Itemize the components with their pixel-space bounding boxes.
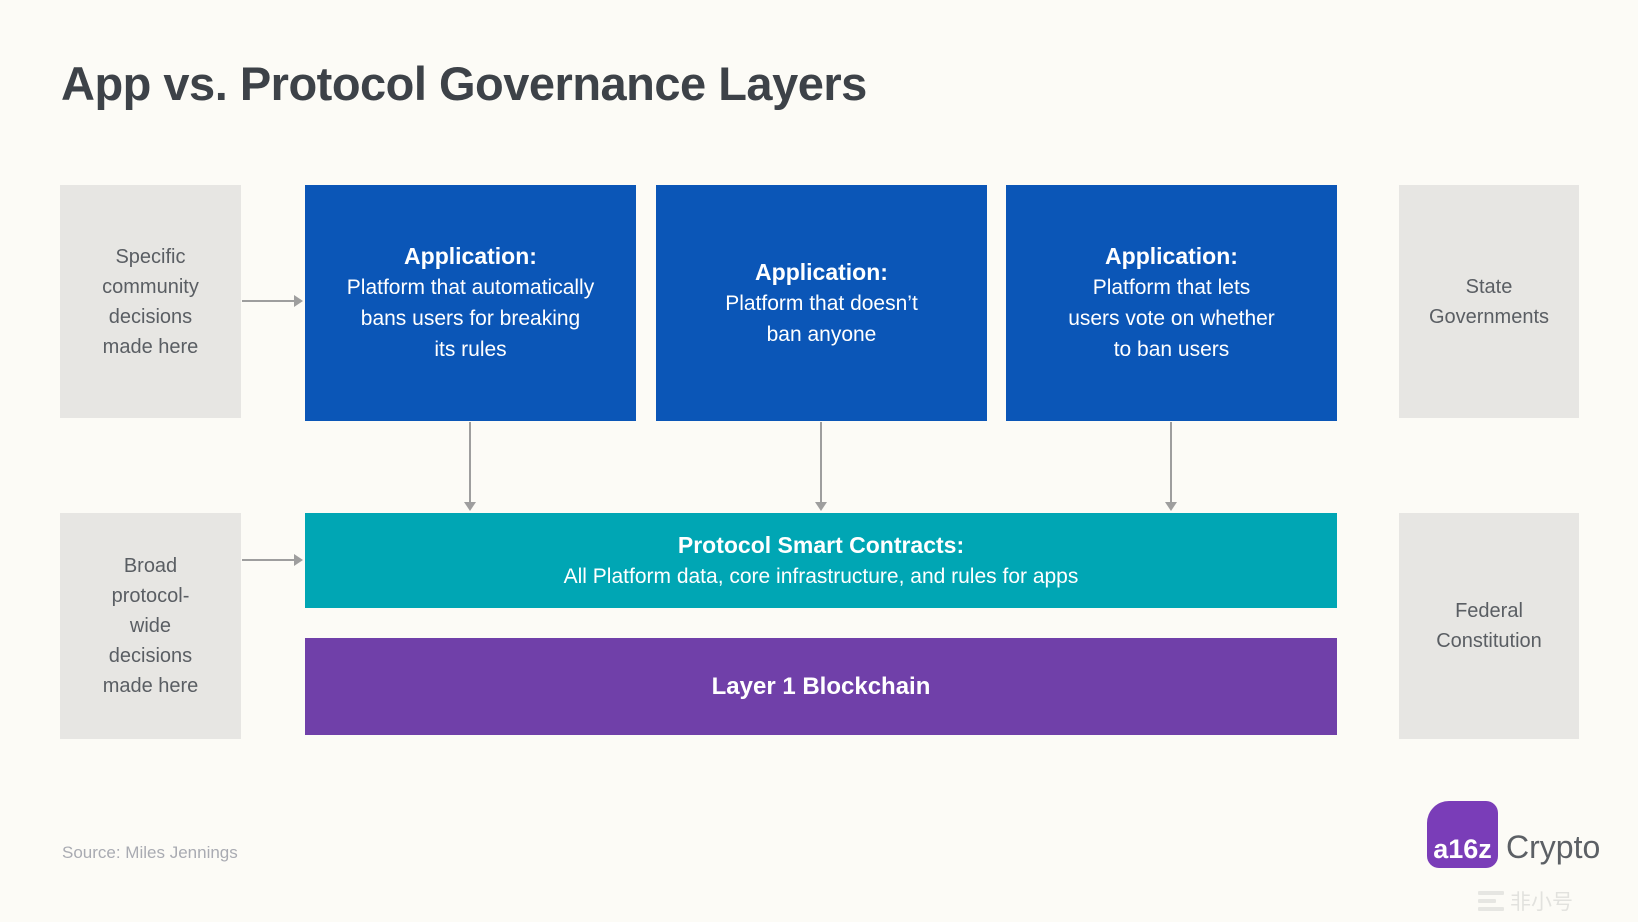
application-box-vote-ban: Application: Platform that lets users vo… — [1006, 185, 1337, 421]
application-description: Platform that lets users vote on whether… — [1068, 276, 1275, 361]
label-text: Federal Constitution — [1436, 600, 1542, 652]
watermark-logo-icon — [1478, 891, 1504, 911]
a16z-logo: a16z — [1427, 801, 1498, 868]
arrow-specific-to-application-icon — [242, 295, 303, 307]
protocol-description: All Platform data, core infrastructure, … — [563, 564, 1079, 588]
arrow-app1-to-protocol-icon — [464, 422, 476, 511]
layer1-blockchain-bar: Layer 1 Blockchain — [305, 638, 1337, 735]
crypto-wordmark: Crypto — [1506, 829, 1601, 865]
application-description: Platform that doesn’t ban anyone — [725, 291, 918, 346]
protocol-smart-contracts-bar: Protocol Smart Contracts: All Platform d… — [305, 513, 1337, 608]
watermark-text: 非小号 — [1510, 891, 1573, 914]
label-box-federal-constitution: Federal Constitution — [1399, 513, 1579, 739]
arrow-broad-to-protocol-icon — [242, 554, 303, 566]
arrow-app2-to-protocol-icon — [815, 422, 827, 511]
arrow-app3-to-protocol-icon — [1165, 422, 1177, 511]
label-text: State Governments — [1428, 275, 1550, 328]
source-credit: Source: Miles Jennings — [62, 843, 238, 862]
application-heading: Application: — [755, 258, 888, 285]
label-box-state-governments: State Governments — [1399, 185, 1579, 418]
label-text: Broad protocol- wide decisions made here — [102, 555, 199, 697]
a16z-logo-text: a16z — [1433, 834, 1492, 864]
label-box-specific-community-decisions: Specific community decisions made here — [60, 185, 241, 418]
application-description: Platform that automatically bans users f… — [346, 276, 595, 361]
blockchain-label: Layer 1 Blockchain — [711, 672, 931, 700]
application-heading: Application: — [1105, 243, 1238, 269]
page-title: App vs. Protocol Governance Layers — [61, 57, 867, 110]
label-text: Specific community decisions made here — [102, 245, 199, 358]
application-box-auto-ban: Application: Platform that automatically… — [305, 185, 636, 421]
protocol-heading: Protocol Smart Contracts: — [677, 531, 965, 558]
label-box-broad-protocol-decisions: Broad protocol- wide decisions made here — [60, 513, 241, 739]
application-box-no-ban: Application: Platform that doesn’t ban a… — [656, 185, 987, 421]
watermark: 非小号 — [1478, 886, 1573, 916]
application-heading: Application: — [404, 243, 537, 269]
